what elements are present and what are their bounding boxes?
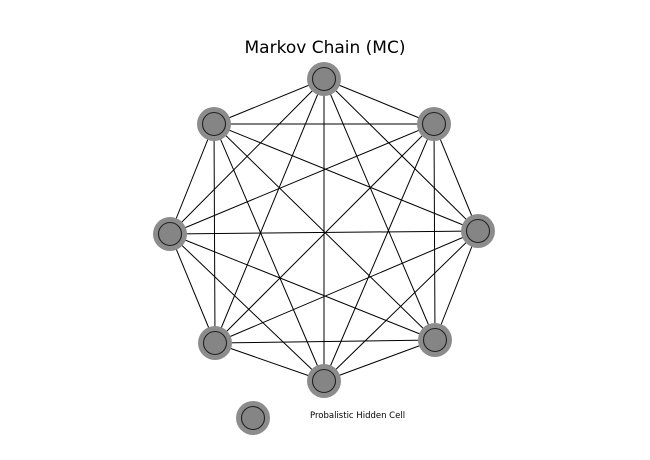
edge-0-3 (323, 78, 436, 341)
hidden-cell-node-1 (421, 111, 447, 137)
edge-4-6 (169, 233, 325, 382)
edge-6-7 (169, 123, 215, 235)
edge-3-6 (169, 233, 436, 341)
hidden-cell-node-7 (201, 111, 227, 137)
hidden-cell-node-2 (465, 218, 491, 244)
edge-0-7 (213, 78, 325, 125)
diagram-title: Markov Chain (MC) (244, 38, 406, 58)
hidden-cell-node-0 (311, 66, 337, 92)
legend-label: Probalistic Hidden Cell (310, 411, 406, 421)
edge-2-4 (323, 230, 479, 382)
edge-2-5 (214, 230, 479, 344)
edge-3-4 (323, 339, 436, 382)
edge-3-7 (213, 123, 436, 341)
edge-1-2 (433, 123, 479, 232)
edge-4-5 (214, 342, 325, 382)
edge-2-7 (213, 123, 479, 232)
edge-1-5 (214, 123, 435, 344)
edge-4-7 (213, 123, 325, 382)
hidden-cell-node-5 (202, 330, 228, 356)
edge-1-4 (323, 123, 435, 382)
edge-0-5 (214, 78, 325, 344)
hidden-cell-node-4 (311, 368, 337, 394)
edge-5-7 (213, 123, 216, 344)
edge-0-2 (323, 78, 479, 232)
edge-0-1 (323, 78, 435, 125)
legend-node-icon (240, 405, 266, 431)
edge-5-6 (169, 233, 216, 344)
edge-1-3 (433, 123, 436, 341)
hidden-cell-node-6 (157, 221, 183, 247)
hidden-cell-node-3 (422, 327, 448, 353)
edge-2-6 (169, 230, 479, 235)
edge-3-5 (214, 339, 436, 344)
edge-2-3 (434, 230, 479, 341)
